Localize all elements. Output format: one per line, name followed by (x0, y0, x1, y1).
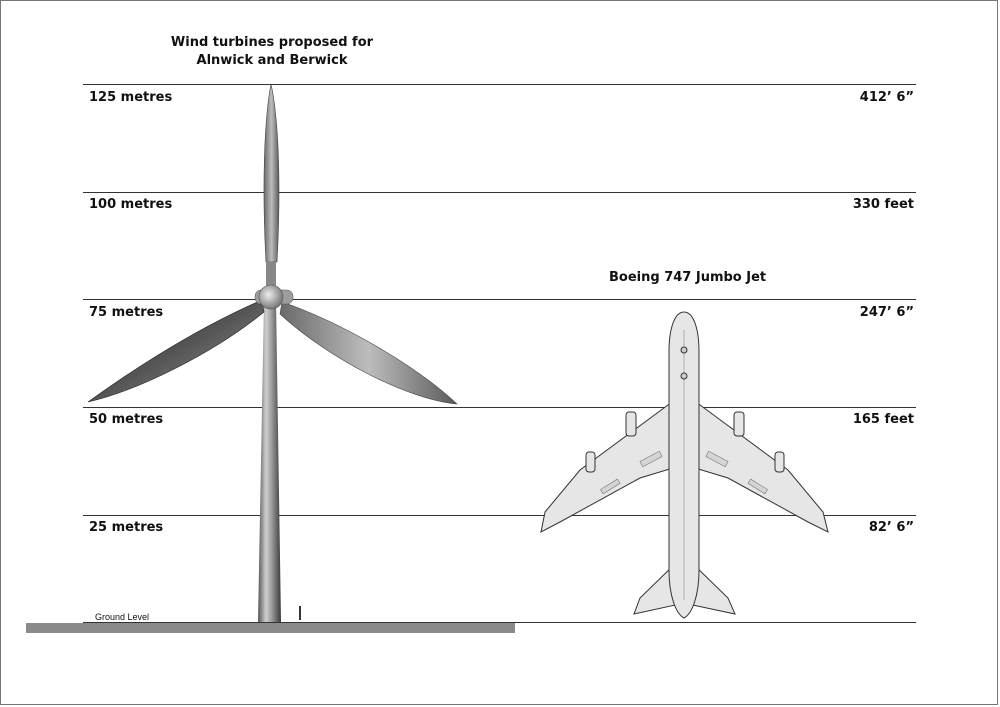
title-line-2: Alnwick and Berwick (196, 53, 348, 68)
label-247-feet: 247’ 6” (859, 305, 914, 320)
label-75-metres: 75 metres (89, 305, 164, 320)
ground-line (83, 622, 916, 623)
turbine-blade-top (263, 83, 280, 263)
person-figure (299, 606, 301, 620)
plane-title: Boeing 747 Jumbo Jet (609, 270, 767, 285)
ground-bar (26, 623, 515, 633)
label-165-feet: 165 feet (852, 412, 914, 427)
label-25-metres: 25 metres (89, 520, 164, 535)
plane-left-wing (540, 401, 674, 533)
label-412-feet: 412’ 6” (859, 90, 914, 105)
engine-inner-left (625, 411, 637, 437)
title-line-1: Wind turbines proposed for (170, 35, 374, 50)
engine-outer-right (774, 451, 785, 473)
plane-right-wing (694, 401, 829, 533)
label-50-metres: 50 metres (89, 412, 164, 427)
scale-line-25 (83, 515, 916, 516)
label-100-metres: 100 metres (89, 197, 173, 212)
scale-line-125 (83, 84, 916, 85)
label-82-feet: 82’ 6” (868, 520, 914, 535)
label-330-feet: 330 feet (852, 197, 914, 212)
turbine-blade-right (279, 301, 458, 405)
turbine-tower (258, 300, 281, 622)
turbine-hub (258, 284, 284, 310)
engine-outer-left (585, 451, 596, 473)
boeing-747-graphic (540, 311, 829, 619)
wind-turbine-graphic (87, 83, 458, 622)
label-125-metres: 125 metres (89, 90, 173, 105)
scale-line-100 (83, 192, 916, 193)
scale-line-75 (83, 299, 916, 300)
turbine-blade-left (87, 299, 265, 403)
diagram-title: Wind turbines proposed for Alnwick and B… (150, 34, 394, 70)
scale-line-50 (83, 407, 916, 408)
ground-level-label: Ground Level (95, 612, 150, 622)
engine-inner-right (733, 411, 745, 437)
